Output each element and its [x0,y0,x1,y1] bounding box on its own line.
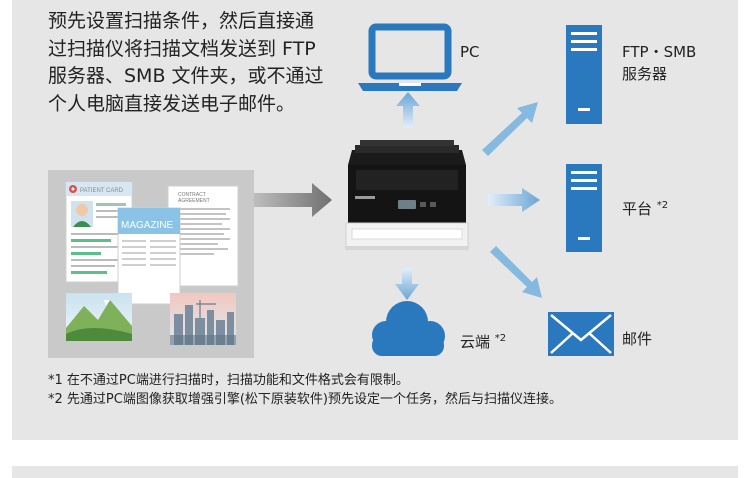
intro-text: 预先设置扫描条件，然后直接通 过扫描仪将扫描文档发送到 FTP 服务器、SMB … [48,8,348,118]
arrow-to-ftp-server [482,102,538,156]
arrow-to-pc [396,92,420,128]
ftp-label-line2: 服务器 [622,65,668,83]
scanner-image [345,140,469,250]
contract-title-line2: AGREEMENT [178,198,210,204]
intro-line-1: 预先设置扫描条件，然后直接通 [48,10,315,32]
city-photo [170,293,236,345]
magazine-title: MAGAZINE [121,220,174,231]
cloud-icon [372,301,445,356]
patient-card-document: PATIENT CARD [65,181,133,283]
platform-label: 平台 *2 [622,196,668,219]
landscape-photo [66,293,132,341]
contract-title-line1: CONTRACT [178,192,206,198]
cloud-footnote-mark: *2 [494,333,507,344]
arrow-to-cloud [395,268,419,300]
mail-icon [548,312,614,356]
magazine-document: MAGAZINE [117,207,181,305]
server-icon-platform [566,164,602,252]
platform-footnote-mark: *2 [656,200,669,211]
arrow-to-platform [488,188,540,212]
documents-to-scanner-arrow [254,183,332,217]
intro-line-2: 过扫描仪将扫描文档发送到 FTP [48,37,316,60]
ftp-label-line1: FTP・SMB [622,43,697,61]
next-panel-edge [12,466,738,478]
cloud-label: 云端 *2 [460,329,506,352]
patient-card-title: PATIENT CARD [80,188,124,194]
server-icon-ftp [566,25,602,124]
footnote-1: *1 在不通过PC端进行扫描时，扫描功能和文件格式会有限制。 [48,373,409,388]
pc-label: PC [460,43,480,61]
cloud-label-text: 云端 [460,333,491,351]
email-label: 邮件 [622,330,653,348]
platform-label-text: 平台 [622,200,653,218]
intro-line-4: 个人电脑直接发送电子邮件。 [48,92,296,115]
laptop-icon [358,23,462,91]
footnotes: *1 在不通过PC端进行扫描时，扫描功能和文件格式会有限制。 *2 先通过PC端… [48,371,562,409]
arrow-to-email [490,246,542,298]
intro-line-3: 服务器、SMB 文件夹，或不通过 [48,65,324,87]
footnote-2: *2 先通过PC端图像获取增强引擎(松下原装软件)预先设定一个任务，然后与扫描仪… [48,392,562,407]
